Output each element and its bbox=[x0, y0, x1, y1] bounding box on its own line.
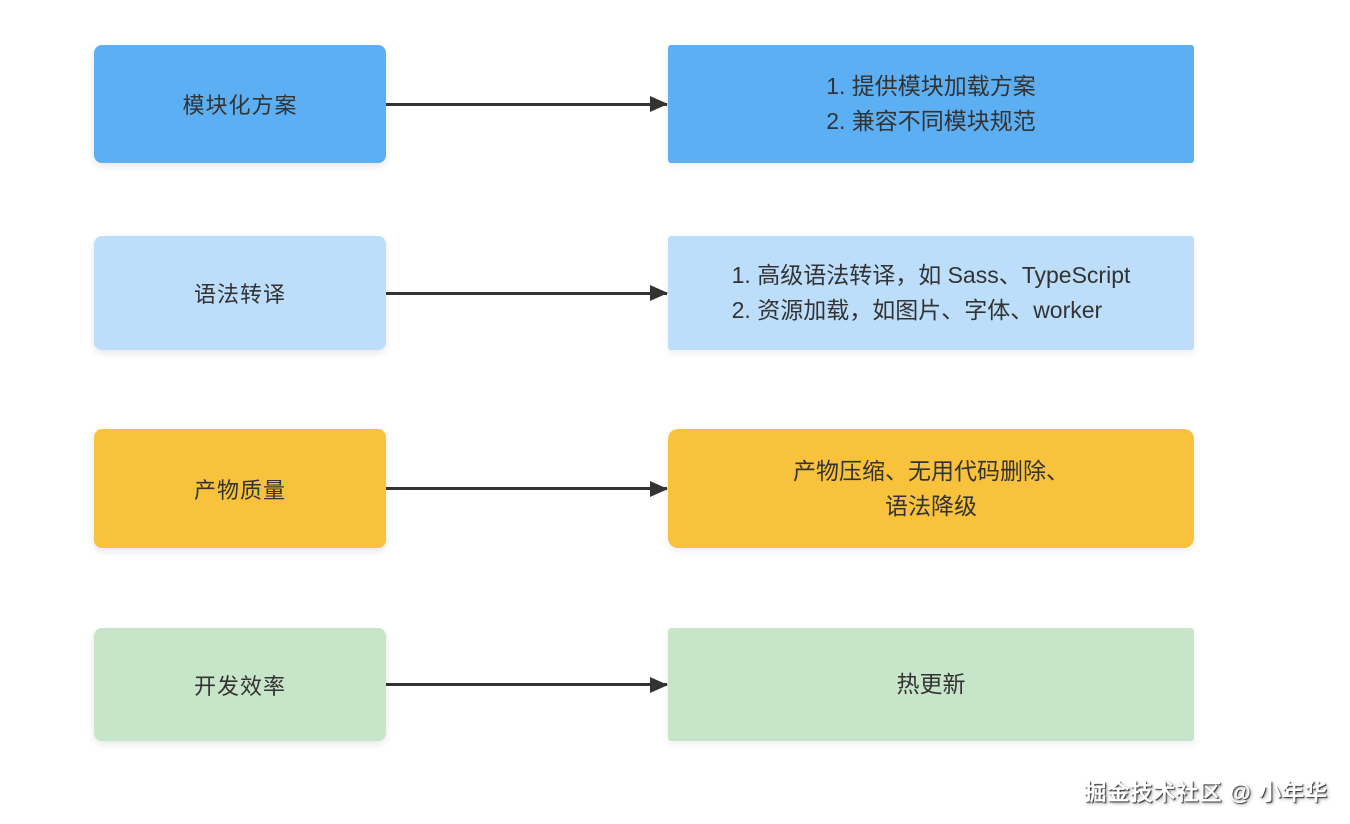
row-output-quality: 产物质量 产物压缩、无用代码删除、 语法降级 bbox=[94, 429, 1194, 548]
category-label: 模块化方案 bbox=[182, 93, 298, 118]
details-lines: 1. 提供模块加载方案 2. 兼容不同模块规范 bbox=[826, 69, 1036, 139]
details-box-syntax-transpile: 1. 高级语法转译，如 Sass、TypeScript 2. 资源加载，如图片、… bbox=[668, 236, 1194, 350]
arrow-connector bbox=[386, 487, 667, 490]
detail-line: 语法降级 bbox=[885, 492, 977, 519]
detail-line: 产物压缩、无用代码删除、 bbox=[793, 457, 1069, 484]
detail-line: 2. 资源加载，如图片、字体、worker bbox=[731, 297, 1103, 323]
detail-line: 1. 高级语法转译，如 Sass、TypeScript bbox=[731, 262, 1131, 288]
arrow-connector bbox=[386, 102, 667, 106]
details-lines: 1. 高级语法转译，如 Sass、TypeScript 2. 资源加载，如图片、… bbox=[732, 258, 1131, 328]
row-module-solution: 模块化方案 1. 提供模块加载方案 2. 兼容不同模块规范 bbox=[94, 45, 1194, 163]
category-box-syntax-transpile: 语法转译 bbox=[94, 236, 386, 350]
details-box-output-quality: 产物压缩、无用代码删除、 语法降级 bbox=[668, 429, 1194, 548]
row-syntax-transpile: 语法转译 1. 高级语法转译，如 Sass、TypeScript 2. 资源加载… bbox=[94, 236, 1194, 350]
category-label: 开发效率 bbox=[193, 673, 286, 699]
category-label: 产物质量 bbox=[193, 477, 286, 503]
category-box-output-quality: 产物质量 bbox=[94, 429, 386, 548]
detail-line: 热更新 bbox=[896, 671, 966, 697]
category-box-dev-efficiency: 开发效率 bbox=[94, 628, 386, 741]
arrow-connector bbox=[386, 683, 667, 686]
row-dev-efficiency: 开发效率 热更新 bbox=[94, 628, 1194, 741]
arrow-connector bbox=[386, 291, 667, 295]
detail-line: 2. 兼容不同模块规范 bbox=[826, 108, 1036, 134]
category-box-module-solution: 模块化方案 bbox=[94, 45, 386, 163]
details-box-dev-efficiency: 热更新 bbox=[668, 628, 1194, 741]
category-label: 语法转译 bbox=[193, 282, 286, 307]
watermark: 掘金技术社区 @ 小年华 bbox=[1084, 780, 1328, 805]
detail-line: 1. 提供模块加载方案 bbox=[826, 73, 1036, 99]
details-box-module-solution: 1. 提供模块加载方案 2. 兼容不同模块规范 bbox=[668, 45, 1194, 163]
details-lines: 产物压缩、无用代码删除、 语法降级 bbox=[793, 454, 1069, 524]
details-lines: 热更新 bbox=[897, 667, 966, 702]
